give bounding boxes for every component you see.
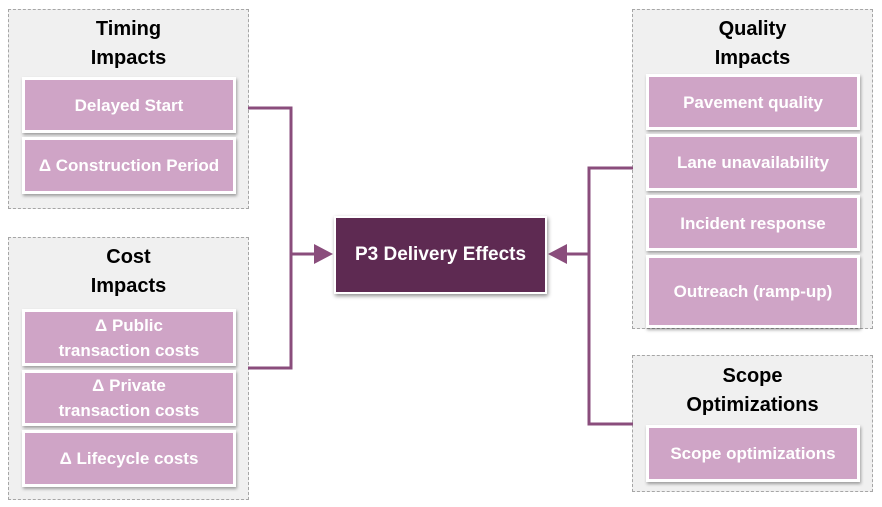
p3-delivery-effects-box: P3 Delivery Effects	[334, 216, 547, 294]
cost-item-public-line1: Δ Public	[95, 315, 163, 335]
cost-item-public-line2: transaction costs	[58, 340, 200, 360]
quality-item-incident-response: Incident response	[646, 195, 860, 251]
cost-title-line2: Impacts	[90, 275, 167, 297]
cost-item-lifecycle: Δ Lifecycle costs	[22, 430, 236, 487]
scope-title-line1: Scope	[722, 365, 783, 387]
timing-title-line2: Impacts	[90, 47, 167, 69]
scope-title-line2: Optimizations	[686, 394, 819, 416]
scope-item-scope-optimizations: Scope optimizations	[646, 425, 860, 482]
timing-impacts-title: Timing Impacts	[9, 15, 248, 73]
quality-title-line2: Impacts	[714, 47, 791, 69]
cost-title-line1: Cost	[106, 246, 151, 268]
cost-item-private-transaction: Δ Private transaction costs	[22, 370, 236, 426]
scope-optimizations-title: Scope Optimizations	[633, 362, 872, 420]
connector-timing	[248, 106, 293, 370]
timing-item-delayed-start: Delayed Start	[22, 77, 236, 133]
timing-title-line1: Timing	[95, 18, 162, 40]
arrow-head-right	[548, 244, 567, 264]
quality-item-outreach: Outreach (ramp-up)	[646, 255, 860, 328]
quality-title-line1: Quality	[718, 18, 787, 40]
quality-item-lane-unavailability: Lane unavailability	[646, 134, 860, 191]
connector-quality-scope	[587, 166, 633, 426]
cost-impacts-title: Cost Impacts	[9, 243, 248, 301]
arrow-head-left	[314, 244, 333, 264]
cost-item-private-line2: transaction costs	[58, 401, 200, 420]
cost-item-private-line1: Δ Private	[92, 376, 166, 395]
quality-item-pavement: Pavement quality	[646, 74, 860, 130]
quality-impacts-title: Quality Impacts	[633, 15, 872, 73]
cost-item-public-transaction: Δ Public transaction costs	[22, 309, 236, 366]
timing-item-construction-period: Δ Construction Period	[22, 137, 236, 194]
